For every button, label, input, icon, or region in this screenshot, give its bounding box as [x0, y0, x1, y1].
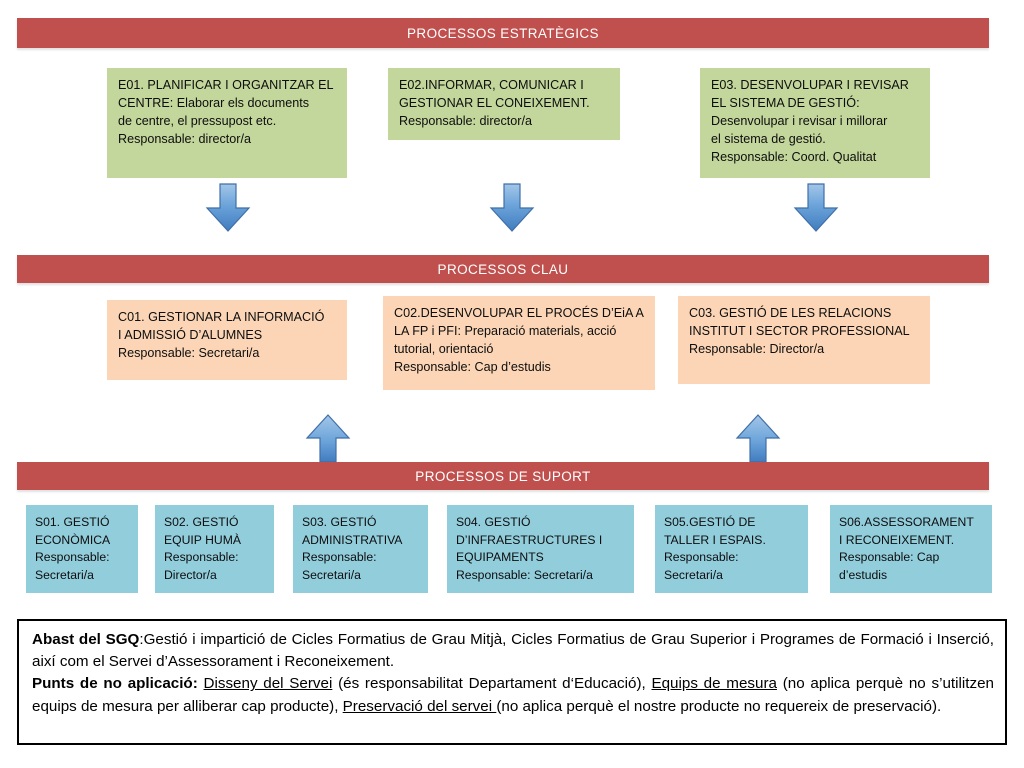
band-strategic-label: PROCESSOS ESTRATÈGICS	[407, 25, 599, 41]
process-line: C01. GESTIONAR LA INFORMACIÓ	[118, 310, 325, 324]
arrow-up-c01	[303, 413, 353, 465]
process-line: EQUIPAMENTS	[456, 550, 544, 565]
process-line: S04. GESTIÓ	[456, 515, 531, 529]
process-line: Secretari/a	[35, 568, 94, 583]
process-line: S02. GESTIÓ	[164, 515, 239, 529]
scope-abast-text: :Gestió i impartició de Cicles Formatius…	[32, 631, 994, 671]
process-line: Responsable: Cap	[839, 550, 940, 565]
process-line: el sistema de gestió.	[711, 131, 826, 146]
scope-abast-label: Abast del SGQ	[32, 631, 140, 648]
process-line: E03. DESENVOLUPAR I REVISAR	[711, 78, 909, 92]
process-line: C02.DESENVOLUPAR EL PROCÉS D’EiA A	[394, 306, 644, 320]
process-line: Secretari/a	[664, 568, 723, 583]
process-line: Responsable:	[164, 550, 239, 565]
process-line: S06.ASSESSORAMENT	[839, 515, 974, 529]
arrow-down-e03	[791, 182, 841, 234]
process-line: d’estudis	[839, 568, 888, 583]
process-line: ADMINISTRATIVA	[302, 532, 403, 547]
process-box-s04[interactable]: S04. GESTIÓ D’INFRAESTRUCTURES I EQUIPAM…	[447, 505, 634, 593]
process-line: S03. GESTIÓ	[302, 515, 377, 529]
process-box-e01[interactable]: E01. PLANIFICAR I ORGANITZAR EL CENTRE: …	[107, 68, 347, 178]
process-line: Responsable: Secretari/a	[456, 568, 593, 583]
process-box-s01[interactable]: S01. GESTIÓ ECONÒMICA Responsable: Secre…	[26, 505, 138, 593]
process-line: Responsable:	[664, 550, 739, 565]
process-line: de centre, el pressupost etc.	[118, 113, 277, 128]
process-line: GESTIONAR EL CONEIXEMENT.	[399, 95, 590, 110]
scope-abast-paragraph: Abast del SGQ:Gestió i impartició de Cic…	[32, 629, 994, 673]
process-line: CENTRE: Elaborar els documents	[118, 95, 310, 110]
process-box-e02[interactable]: E02.INFORMAR, COMUNICAR I GESTIONAR EL C…	[388, 68, 620, 140]
arrow-down-e01	[203, 182, 253, 234]
band-support-processes: PROCESSOS DE SUPORT	[17, 462, 989, 490]
scope-punts-label: Punts de no aplicació:	[32, 675, 198, 693]
process-line: S05.GESTIÓ DE	[664, 515, 756, 529]
process-box-c01[interactable]: C01. GESTIONAR LA INFORMACIÓ I ADMISSIÓ …	[107, 300, 347, 380]
process-line: E01. PLANIFICAR I ORGANITZAR EL	[118, 78, 334, 92]
process-box-s02[interactable]: S02. GESTIÓ EQUIP HUMÀ Responsable: Dire…	[155, 505, 274, 593]
process-line: Responsable: Cap d’estudis	[394, 359, 551, 374]
process-line: INSTITUT I SECTOR PROFESSIONAL	[689, 323, 910, 338]
band-support-label: PROCESSOS DE SUPORT	[415, 468, 591, 484]
scope-exclusions-paragraph: Punts de no aplicació: Disseny del Serve…	[32, 673, 994, 717]
process-line: EQUIP HUMÀ	[164, 532, 241, 547]
process-line: Responsable:	[302, 550, 377, 565]
process-line: C03. GESTIÓ DE LES RELACIONS	[689, 306, 892, 320]
process-box-c02[interactable]: C02.DESENVOLUPAR EL PROCÉS D’EiA A LA FP…	[383, 296, 655, 390]
process-line: Responsable: Secretari/a	[118, 345, 260, 360]
process-line: Secretari/a	[302, 568, 361, 583]
exclusion-equips-note: (no aplica perquè no s’utilitzen equips …	[32, 675, 994, 715]
process-line: Responsable: director/a	[399, 113, 533, 128]
arrow-down-e02	[487, 182, 537, 234]
process-line: Responsable:	[35, 550, 110, 565]
process-box-e03[interactable]: E03. DESENVOLUPAR I REVISAR EL SISTEMA D…	[700, 68, 930, 178]
process-line: S01. GESTIÓ	[35, 515, 110, 529]
process-line: D’INFRAESTRUCTURES I	[456, 532, 603, 547]
process-line: Director/a	[164, 568, 217, 583]
process-line: Responsable: Coord. Qualitat	[711, 149, 877, 164]
process-box-c03[interactable]: C03. GESTIÓ DE LES RELACIONS INSTITUT I …	[678, 296, 930, 384]
exclusion-preservacio-del-servei: Preservació del servei	[342, 697, 497, 715]
process-line: LA FP i PFI: Preparació materials, acció	[394, 323, 617, 338]
exclusion-disseny-del-servei: Disseny del Servei	[203, 675, 333, 693]
arrow-up-c03	[733, 413, 783, 465]
exclusion-preservacio-note: (no aplica perquè el nostre producte no …	[496, 697, 942, 715]
process-line: Desenvolupar i revisar i millorar	[711, 113, 888, 128]
process-line: I ADMISSIÓ D’ALUMNES	[118, 327, 263, 342]
process-line: TALLER I ESPAIS.	[664, 532, 766, 547]
band-strategic-processes: PROCESSOS ESTRATÈGICS	[17, 18, 989, 48]
process-line: ECONÒMICA	[35, 532, 111, 547]
exclusion-equips-de-mesura: Equips de mesura	[651, 675, 777, 693]
band-key-label: PROCESSOS CLAU	[437, 261, 569, 277]
process-box-s05[interactable]: S05.GESTIÓ DE TALLER I ESPAIS. Responsab…	[655, 505, 808, 593]
scope-statement-box: Abast del SGQ:Gestió i impartició de Cic…	[17, 619, 1007, 745]
process-line: Responsable: Director/a	[689, 341, 825, 356]
process-box-s03[interactable]: S03. GESTIÓ ADMINISTRATIVA Responsable: …	[293, 505, 428, 593]
process-box-s06[interactable]: S06.ASSESSORAMENT I RECONEIXEMENT. Respo…	[830, 505, 992, 593]
process-line: E02.INFORMAR, COMUNICAR I	[399, 78, 584, 92]
band-key-processes: PROCESSOS CLAU	[17, 255, 989, 283]
process-line: EL SISTEMA DE GESTIÓ:	[711, 95, 860, 110]
process-line: I RECONEIXEMENT.	[839, 532, 955, 547]
process-line: tutorial, orientació	[394, 341, 494, 356]
exclusion-disseny-note: (és responsabilitat Departament d‘Educac…	[332, 675, 652, 693]
process-line: Responsable: director/a	[118, 131, 252, 146]
